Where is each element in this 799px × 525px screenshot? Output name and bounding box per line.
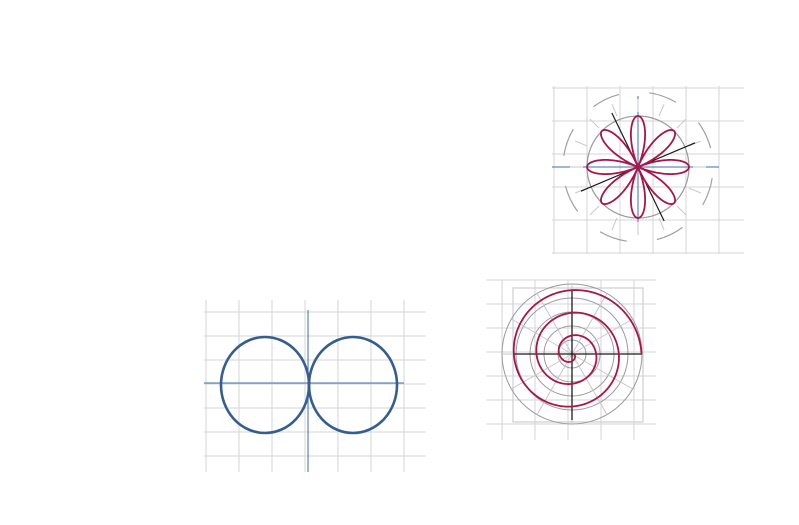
outer-arc [564, 185, 579, 212]
outer-arc [697, 122, 712, 149]
radial-tick [676, 118, 687, 129]
rose-curve [586, 115, 690, 219]
outer-arc [702, 178, 713, 206]
radial-tick [574, 140, 588, 147]
spiral-figure-panel [486, 279, 656, 440]
rose-figure-panel [552, 86, 744, 254]
outer-arc [656, 226, 683, 241]
radial-tick [658, 217, 665, 231]
radial-tick [589, 205, 600, 216]
outer-arc [563, 128, 574, 156]
radial-tick [676, 205, 687, 216]
polar-spoke [571, 353, 633, 390]
radial-tick [611, 103, 618, 117]
polar-spoke [571, 293, 608, 355]
spiral-figure [486, 279, 656, 440]
polar-spoke [571, 318, 633, 355]
right-circle-curve [307, 335, 399, 435]
spiral-curve [512, 289, 643, 408]
left-circle-curve [219, 335, 311, 435]
polar-spoke [536, 293, 573, 355]
outer-arc [593, 93, 620, 108]
double-circle-figure [204, 300, 426, 472]
polar-spoke [571, 353, 608, 415]
polar-spoke [536, 353, 573, 415]
spiral-frame [512, 287, 644, 423]
rose-figure [552, 86, 744, 254]
outer-arc [599, 231, 627, 242]
double-circle-figure-panel [204, 300, 426, 472]
radial-tick [688, 187, 702, 194]
radial-tick [589, 118, 600, 129]
radial-tick [611, 217, 618, 231]
radial-tick [658, 103, 665, 117]
outer-arc [649, 92, 677, 103]
polar-spoke [511, 318, 573, 355]
